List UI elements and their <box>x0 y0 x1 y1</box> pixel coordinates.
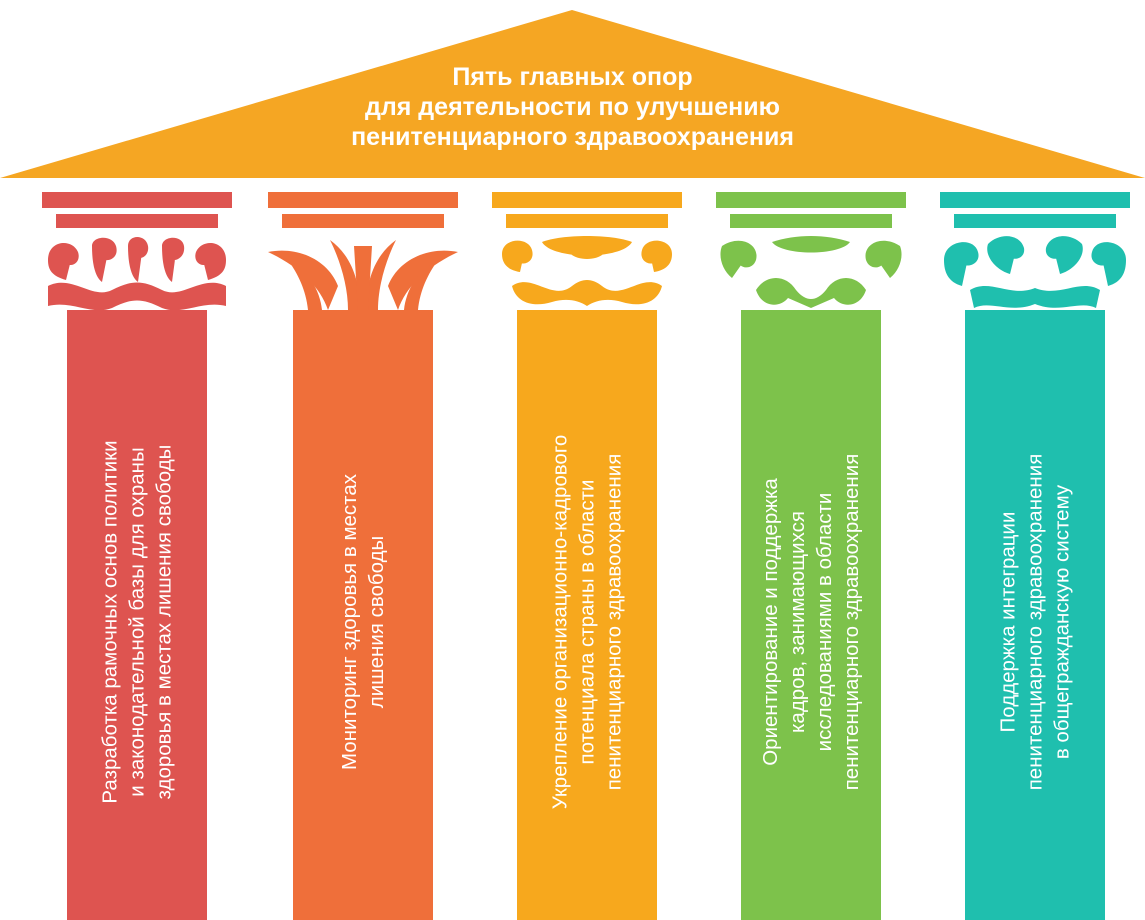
title-line-2: для деятельности по улучшению <box>365 93 780 121</box>
capital-neck <box>965 310 1105 324</box>
capital-neck <box>67 310 207 324</box>
capital-abacus <box>716 192 906 208</box>
pillar-2-line-1: Мониторинг здоровья в местах <box>338 473 361 770</box>
pillar-3-text: Укрепление организационно-кадрового поте… <box>547 332 628 912</box>
pillar-1-line-2: и законодательной базы для охраны <box>125 446 149 797</box>
capital-echinus <box>282 214 444 228</box>
capital-scrolls <box>944 236 1126 308</box>
pillar-2-line-2: лишения свободы <box>365 535 388 708</box>
pillar-capital-ornament <box>716 192 906 324</box>
capital-abacus <box>42 192 232 208</box>
title-line-1: Пять главных опор <box>452 63 693 91</box>
capital-scrolls <box>720 236 902 308</box>
pillar-5-line-3: в общегражданскую систему <box>1050 484 1074 759</box>
pillar-3-line-1: Укрепление организационно-кадрового <box>548 434 572 809</box>
capital-leaves <box>268 240 458 310</box>
roof-triangle <box>0 10 1145 178</box>
pillar-shaft: Поддержка интеграции пенитенциарного здр… <box>965 323 1105 920</box>
pillar-1-text: Разработка рамочных основ политики и зак… <box>97 332 178 912</box>
roof-pediment <box>0 10 1145 178</box>
pillar-4-text: Ориентирование и поддержка кадров, заним… <box>757 332 865 912</box>
pillar-4-line-1: Ориентирование и поддержка <box>759 477 782 766</box>
pillar-4-line-2: кадров, занимающихся <box>786 510 809 733</box>
pillar-5-text: Поддержка интеграции пенитенциарного здр… <box>995 332 1076 912</box>
pillar-4-line-3: исследованиями в области <box>813 492 836 751</box>
capital-abacus <box>940 192 1130 208</box>
capital-neck <box>517 310 657 324</box>
pillar-1-line-1: Разработка рамочных основ политики <box>98 439 122 804</box>
pillar-3: Укрепление организационно-кадрового поте… <box>492 190 682 920</box>
capital-neck <box>741 310 881 324</box>
capital-abacus <box>268 192 458 208</box>
pillar-shaft: Укрепление организационно-кадрового поте… <box>517 323 657 920</box>
pillar-3-line-2: потенциала страны в области <box>575 478 599 765</box>
pillar-5-line-1: Поддержка интеграции <box>996 511 1020 732</box>
pillar-5-line-2: пенитенциарного здравоохранения <box>1023 453 1047 790</box>
pillar-1: Разработка рамочных основ политики и зак… <box>42 190 232 920</box>
diagram-title: Пять главных опор для деятельности по ул… <box>300 62 845 152</box>
pillar-capital-ornament <box>42 192 232 324</box>
pillar-1-line-3: здоровья в местах лишения свободы <box>152 444 176 799</box>
pillar-shaft: Разработка рамочных основ политики и зак… <box>67 323 207 920</box>
pillar-3-line-3: пенитенциарного здравоохранения <box>602 453 626 790</box>
pillar-4: Ориентирование и поддержка кадров, заним… <box>716 190 906 920</box>
capital-neck <box>293 310 433 324</box>
pillar-shaft: Ориентирование и поддержка кадров, заним… <box>741 323 881 920</box>
pillar-capital-ornament <box>268 192 458 324</box>
capital-abacus <box>492 192 682 208</box>
pillar-capital-ornament <box>492 192 682 324</box>
title-line-3: пенитенциарного здравоохранения <box>351 123 794 151</box>
pillar-capital-ornament <box>940 192 1130 324</box>
pillar-2-text: Мониторинг здоровья в местах лишения сво… <box>336 332 390 912</box>
capital-scrolls <box>48 237 226 311</box>
capital-echinus <box>56 214 218 228</box>
capital-echinus <box>506 214 668 228</box>
capital-scrolls <box>502 236 672 306</box>
capital-echinus <box>954 214 1116 228</box>
capital-echinus <box>730 214 892 228</box>
pillar-shaft: Мониторинг здоровья в местах лишения сво… <box>293 323 433 920</box>
pillar-2: Мониторинг здоровья в местах лишения сво… <box>268 190 458 920</box>
pillar-5: Поддержка интеграции пенитенциарного здр… <box>940 190 1130 920</box>
pillar-4-line-4: пенитенциарного здравоохранения <box>840 453 863 790</box>
